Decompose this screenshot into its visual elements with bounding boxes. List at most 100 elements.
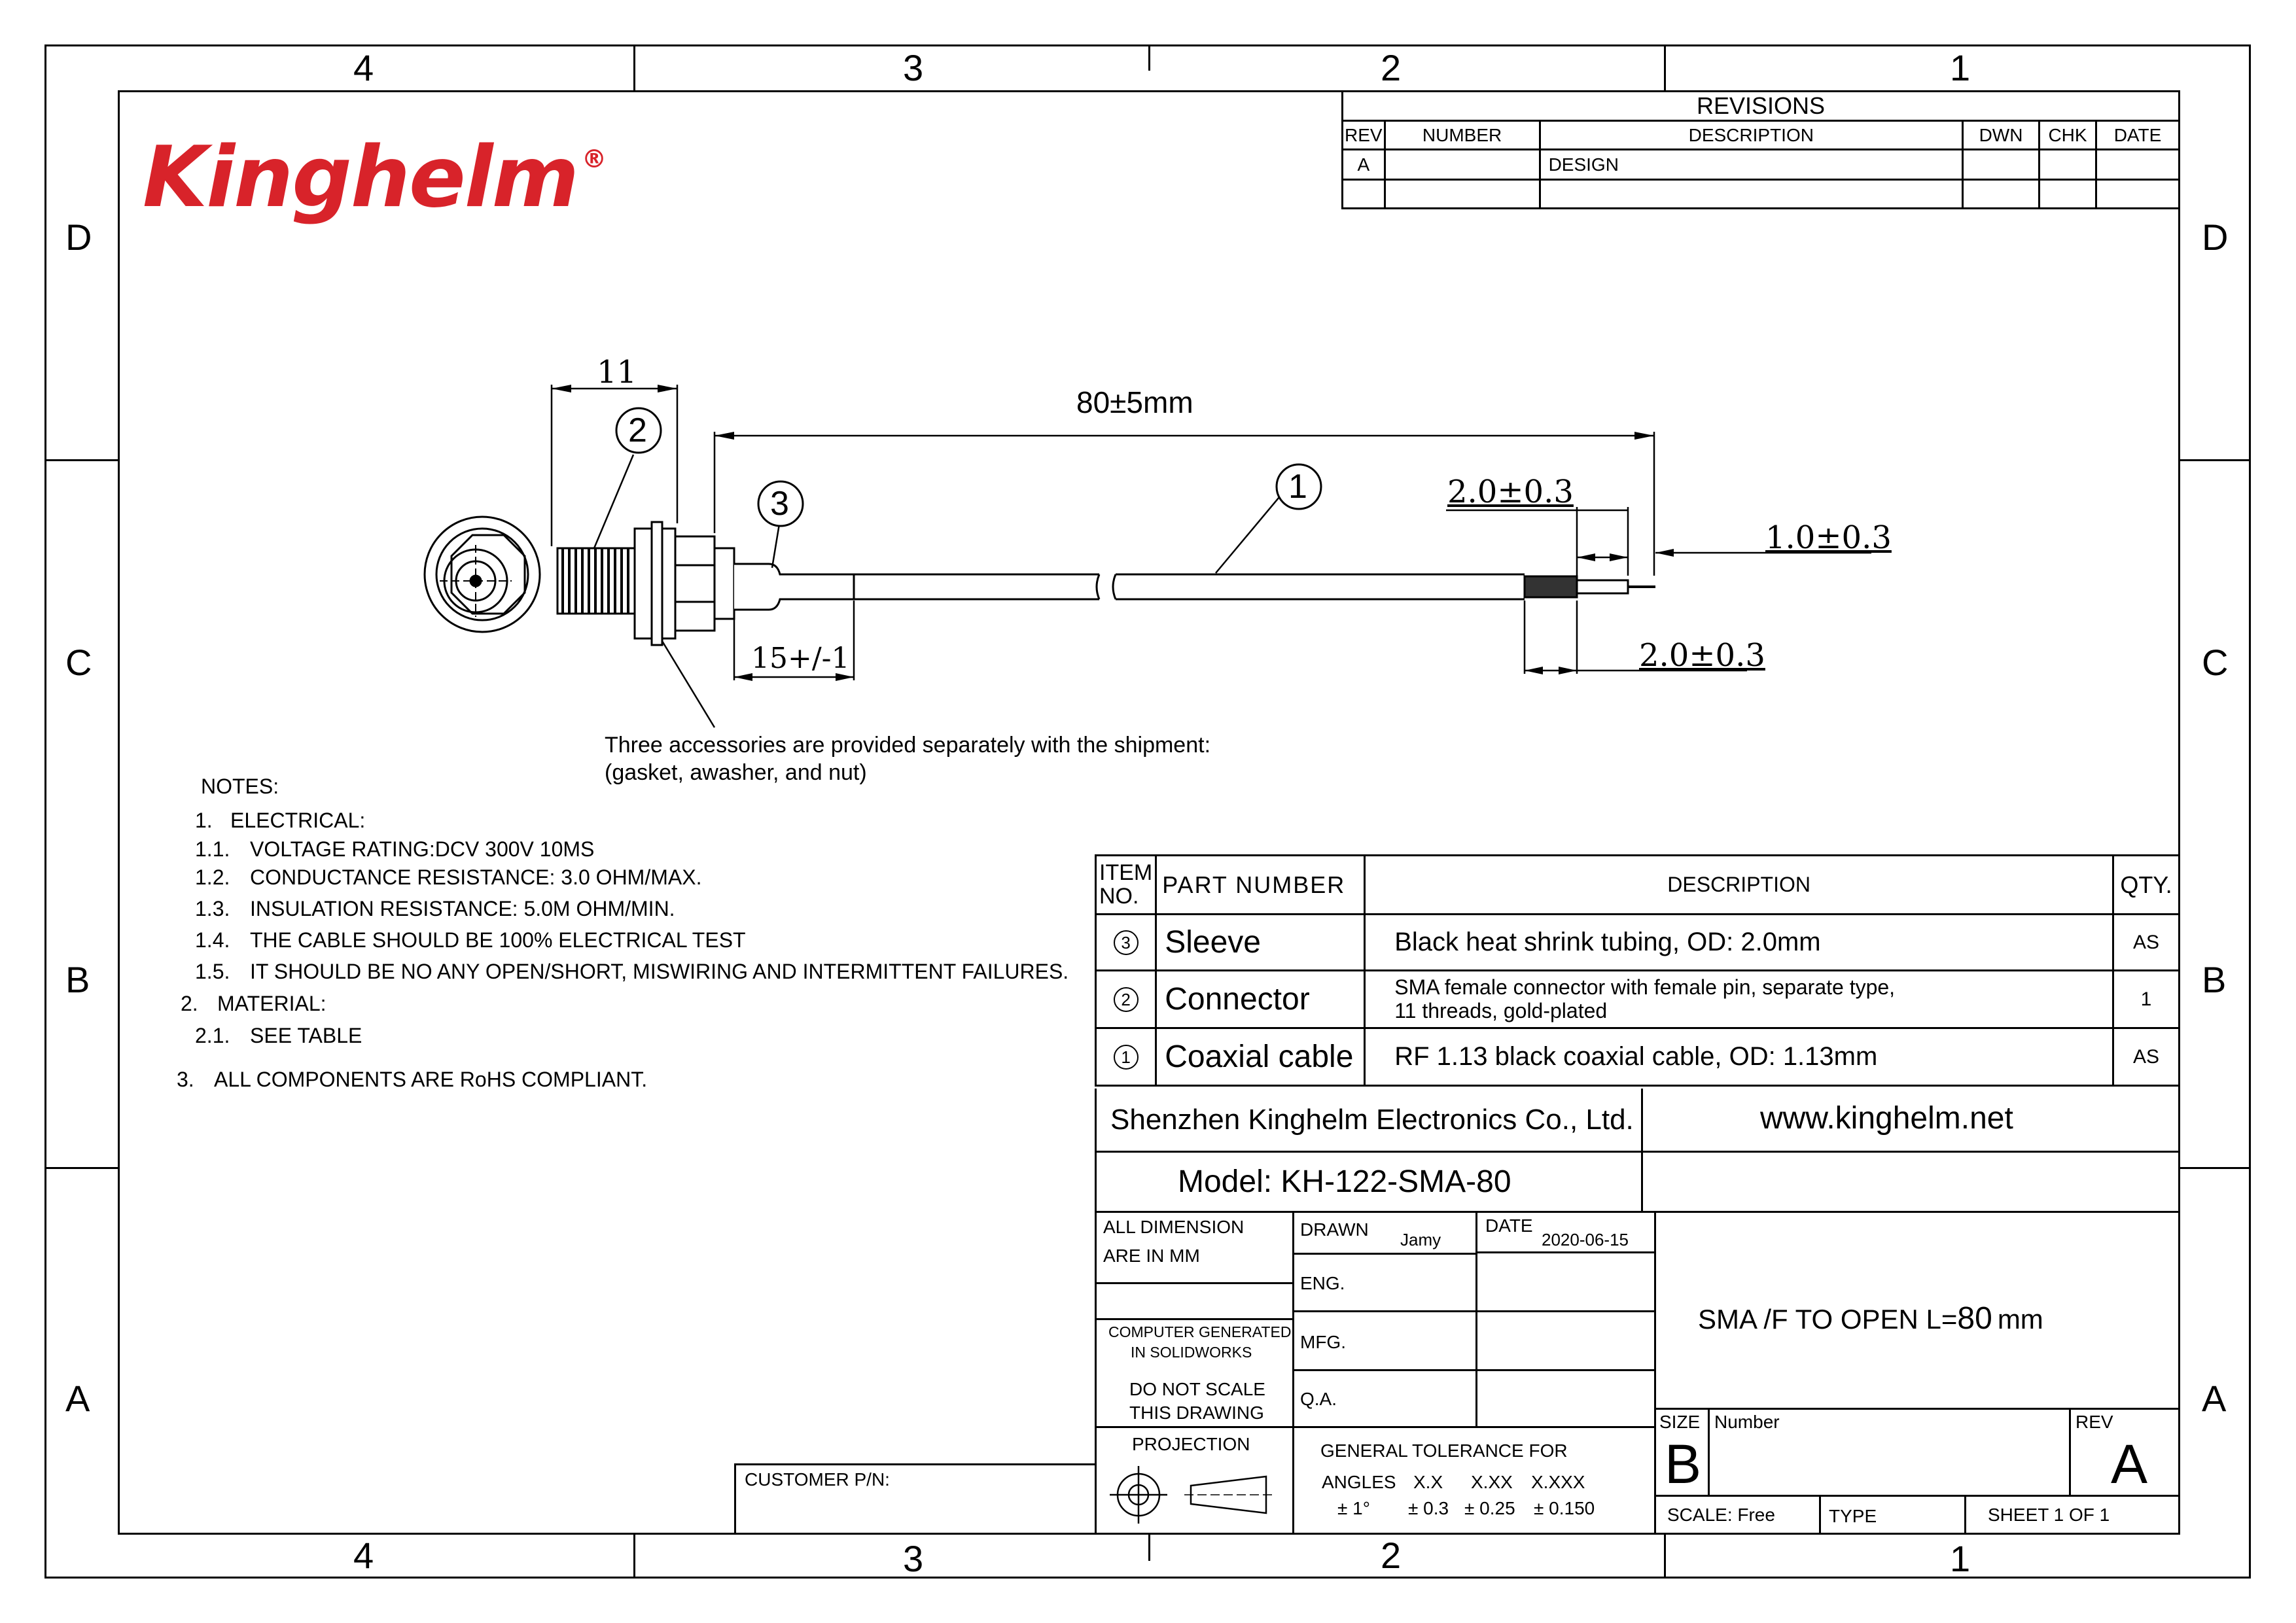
- rev-cell: [1383, 148, 1541, 181]
- tolerance-value-angles: ± 1°: [1337, 1498, 1370, 1518]
- bom-item-cell: 3: [1094, 913, 1157, 971]
- do-not-scale-line2: THIS DRAWING: [1129, 1403, 1264, 1423]
- rev-cell: [1962, 148, 2040, 181]
- note-num: 2.: [181, 992, 198, 1015]
- eng-label: ENG.: [1300, 1273, 1345, 1293]
- accessory-note-line1: Three accessories are provided separatel…: [605, 733, 1211, 758]
- mfg-label: MFG.: [1300, 1332, 1346, 1352]
- bom-part-header: PART NUMBER: [1155, 854, 1366, 915]
- note-num: 2.1.: [195, 1024, 230, 1047]
- date-label: DATE: [1485, 1215, 1533, 1236]
- notes-title: NOTES:: [201, 775, 279, 798]
- table-row: [1341, 179, 2180, 209]
- title-block-divider: [1654, 1408, 2180, 1410]
- projection-label: PROJECTION: [1132, 1434, 1250, 1454]
- bom-qty-cell: AS: [2112, 1027, 2180, 1087]
- accessory-note-line2: (gasket, awasher, and nut): [605, 760, 867, 785]
- rev-cell: [1962, 179, 2040, 209]
- revisions-table: REVISIONS REV NUMBER DESCRIPTION DWN CHK…: [1341, 90, 2180, 209]
- zone-divider: [44, 459, 118, 461]
- zone-divider: [1664, 44, 1666, 90]
- rev-cell: [1538, 179, 1964, 209]
- item-balloon: 2: [1113, 986, 1139, 1012]
- part-unit: mm: [1997, 1304, 2043, 1335]
- zone-row-label: D: [2202, 217, 2229, 258]
- title-block-divider: [1819, 1495, 1821, 1535]
- rev-col-header: NUMBER: [1383, 120, 1541, 150]
- tolerance-header-x3: X.XXX: [1531, 1472, 1585, 1492]
- zone-row-label: B: [65, 959, 90, 1000]
- dimension-sleeve-length: 15+/-1: [751, 642, 850, 675]
- dimension-strip-a: 2.0±0.3: [1447, 474, 1574, 510]
- note-num: 1.4.: [195, 928, 230, 952]
- bom-item-cell: 1: [1094, 1027, 1157, 1087]
- part-title-text: SMA /F TO OPEN L=: [1698, 1304, 1958, 1335]
- note-num: 1.: [195, 809, 213, 832]
- title-block-divider: [1292, 1310, 1654, 1312]
- bom-qty-cell: 1: [2112, 969, 2180, 1029]
- zone-col-label: 4: [353, 47, 374, 88]
- rev-cell: A: [1341, 148, 1386, 181]
- note-text: IT SHOULD BE NO ANY OPEN/SHORT, MISWIRIN…: [250, 960, 1069, 983]
- dimension-strip-c: 2.0±0.3: [1639, 637, 1765, 674]
- zone-col-label: 2: [1381, 1535, 1402, 1576]
- type-field: TYPE: [1829, 1506, 1877, 1526]
- outer-border: [44, 44, 2251, 1579]
- table-row: A DESIGN: [1341, 148, 2180, 181]
- part-length: 80: [1957, 1301, 1992, 1336]
- computer-generated-line2: IN SOLIDWORKS: [1131, 1344, 1252, 1361]
- dimension-cable-length: 80±5mm: [1076, 385, 1193, 419]
- rev-cell: [2095, 179, 2180, 209]
- bom-desc-header: DESCRIPTION: [1364, 854, 2114, 915]
- title-block-model-row: [1095, 1151, 2180, 1213]
- inner-border: [118, 90, 2180, 1535]
- balloon-3: [757, 480, 804, 527]
- balloon-3-label: 3: [770, 485, 789, 523]
- note-num: 3.: [177, 1068, 194, 1091]
- tolerance-value-x2: ± 0.25: [1464, 1498, 1515, 1518]
- zone-divider: [1148, 1535, 1150, 1561]
- bom-item-cell: 2: [1094, 969, 1157, 1029]
- title-block-divider: [1095, 1318, 1292, 1320]
- note-num: 1.2.: [195, 865, 230, 889]
- title-block-divider: [1292, 1253, 1475, 1255]
- note-text: MATERIAL:: [217, 992, 327, 1015]
- note-text: SEE TABLE: [250, 1024, 362, 1047]
- drawn-label: DRAWN: [1300, 1219, 1369, 1240]
- item-balloon: 3: [1113, 930, 1139, 955]
- rev-col-header: REV: [1341, 120, 1386, 150]
- tolerance-value-x3: ± 0.150: [1534, 1498, 1595, 1518]
- bom-desc-cell: SMA female connector with female pin, se…: [1364, 969, 2114, 1029]
- note-text: ALL COMPONENTS ARE RoHS COMPLIANT.: [214, 1068, 648, 1091]
- title-block-divider: [1292, 1211, 1294, 1535]
- rev-cell: [1383, 179, 1541, 209]
- zone-divider: [633, 44, 635, 90]
- heat-shrink-sleeve: [734, 563, 855, 611]
- zone-divider: [2180, 1167, 2251, 1169]
- bom-desc-line2: 11 threads, gold-plated: [1394, 998, 1608, 1022]
- zone-col-label: 1: [1950, 47, 1971, 88]
- rev-col-header: DWN: [1962, 120, 2040, 150]
- note-num: 1.3.: [195, 897, 230, 920]
- zone-divider: [633, 1535, 635, 1579]
- tolerance-header-x1: X.X: [1413, 1472, 1443, 1492]
- bom-desc-line1: SMA female connector with female pin, se…: [1394, 975, 1896, 1000]
- rev-col-header: DATE: [2095, 120, 2180, 150]
- bom-part-cell: Connector: [1155, 969, 1366, 1029]
- zone-row-label: A: [65, 1378, 90, 1419]
- bom-qty-cell: AS: [2112, 913, 2180, 971]
- drawing-date: 2020-06-15: [1542, 1230, 1629, 1249]
- dimension-lines: [550, 385, 1871, 680]
- registered-mark: ®: [582, 145, 607, 173]
- coaxial-cable: [854, 573, 1655, 601]
- title-block-divider: [1475, 1251, 1654, 1253]
- model-number: Model: KH-122-SMA-80: [1178, 1164, 1511, 1199]
- zone-col-label: 2: [1381, 47, 1402, 88]
- tolerance-title: GENERAL TOLERANCE FOR: [1320, 1440, 1568, 1461]
- balloon-1-label: 1: [1288, 468, 1307, 506]
- note-text: ELECTRICAL:: [230, 809, 366, 832]
- tolerance-header-x2: X.XX: [1471, 1472, 1513, 1492]
- rev-cell: [2038, 179, 2097, 209]
- note-text: CONDUCTANCE RESISTANCE: 3.0 OHM/MAX.: [250, 865, 702, 889]
